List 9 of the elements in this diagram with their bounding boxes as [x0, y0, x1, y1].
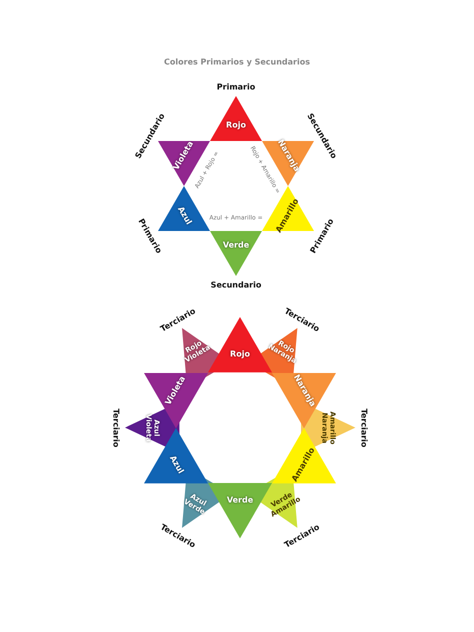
title: Colores Primarios y Secundarios: [164, 58, 310, 66]
color-name: Rojo: [230, 350, 250, 360]
color-name: Verde: [226, 496, 254, 506]
category-label: Secundario: [210, 280, 262, 290]
category-label: Terciario: [360, 408, 369, 448]
category-label: Terciario: [111, 408, 120, 448]
color-name: Rojo: [226, 122, 246, 131]
color-name: Verde: [222, 241, 250, 250]
category-label: Primario: [216, 82, 256, 92]
